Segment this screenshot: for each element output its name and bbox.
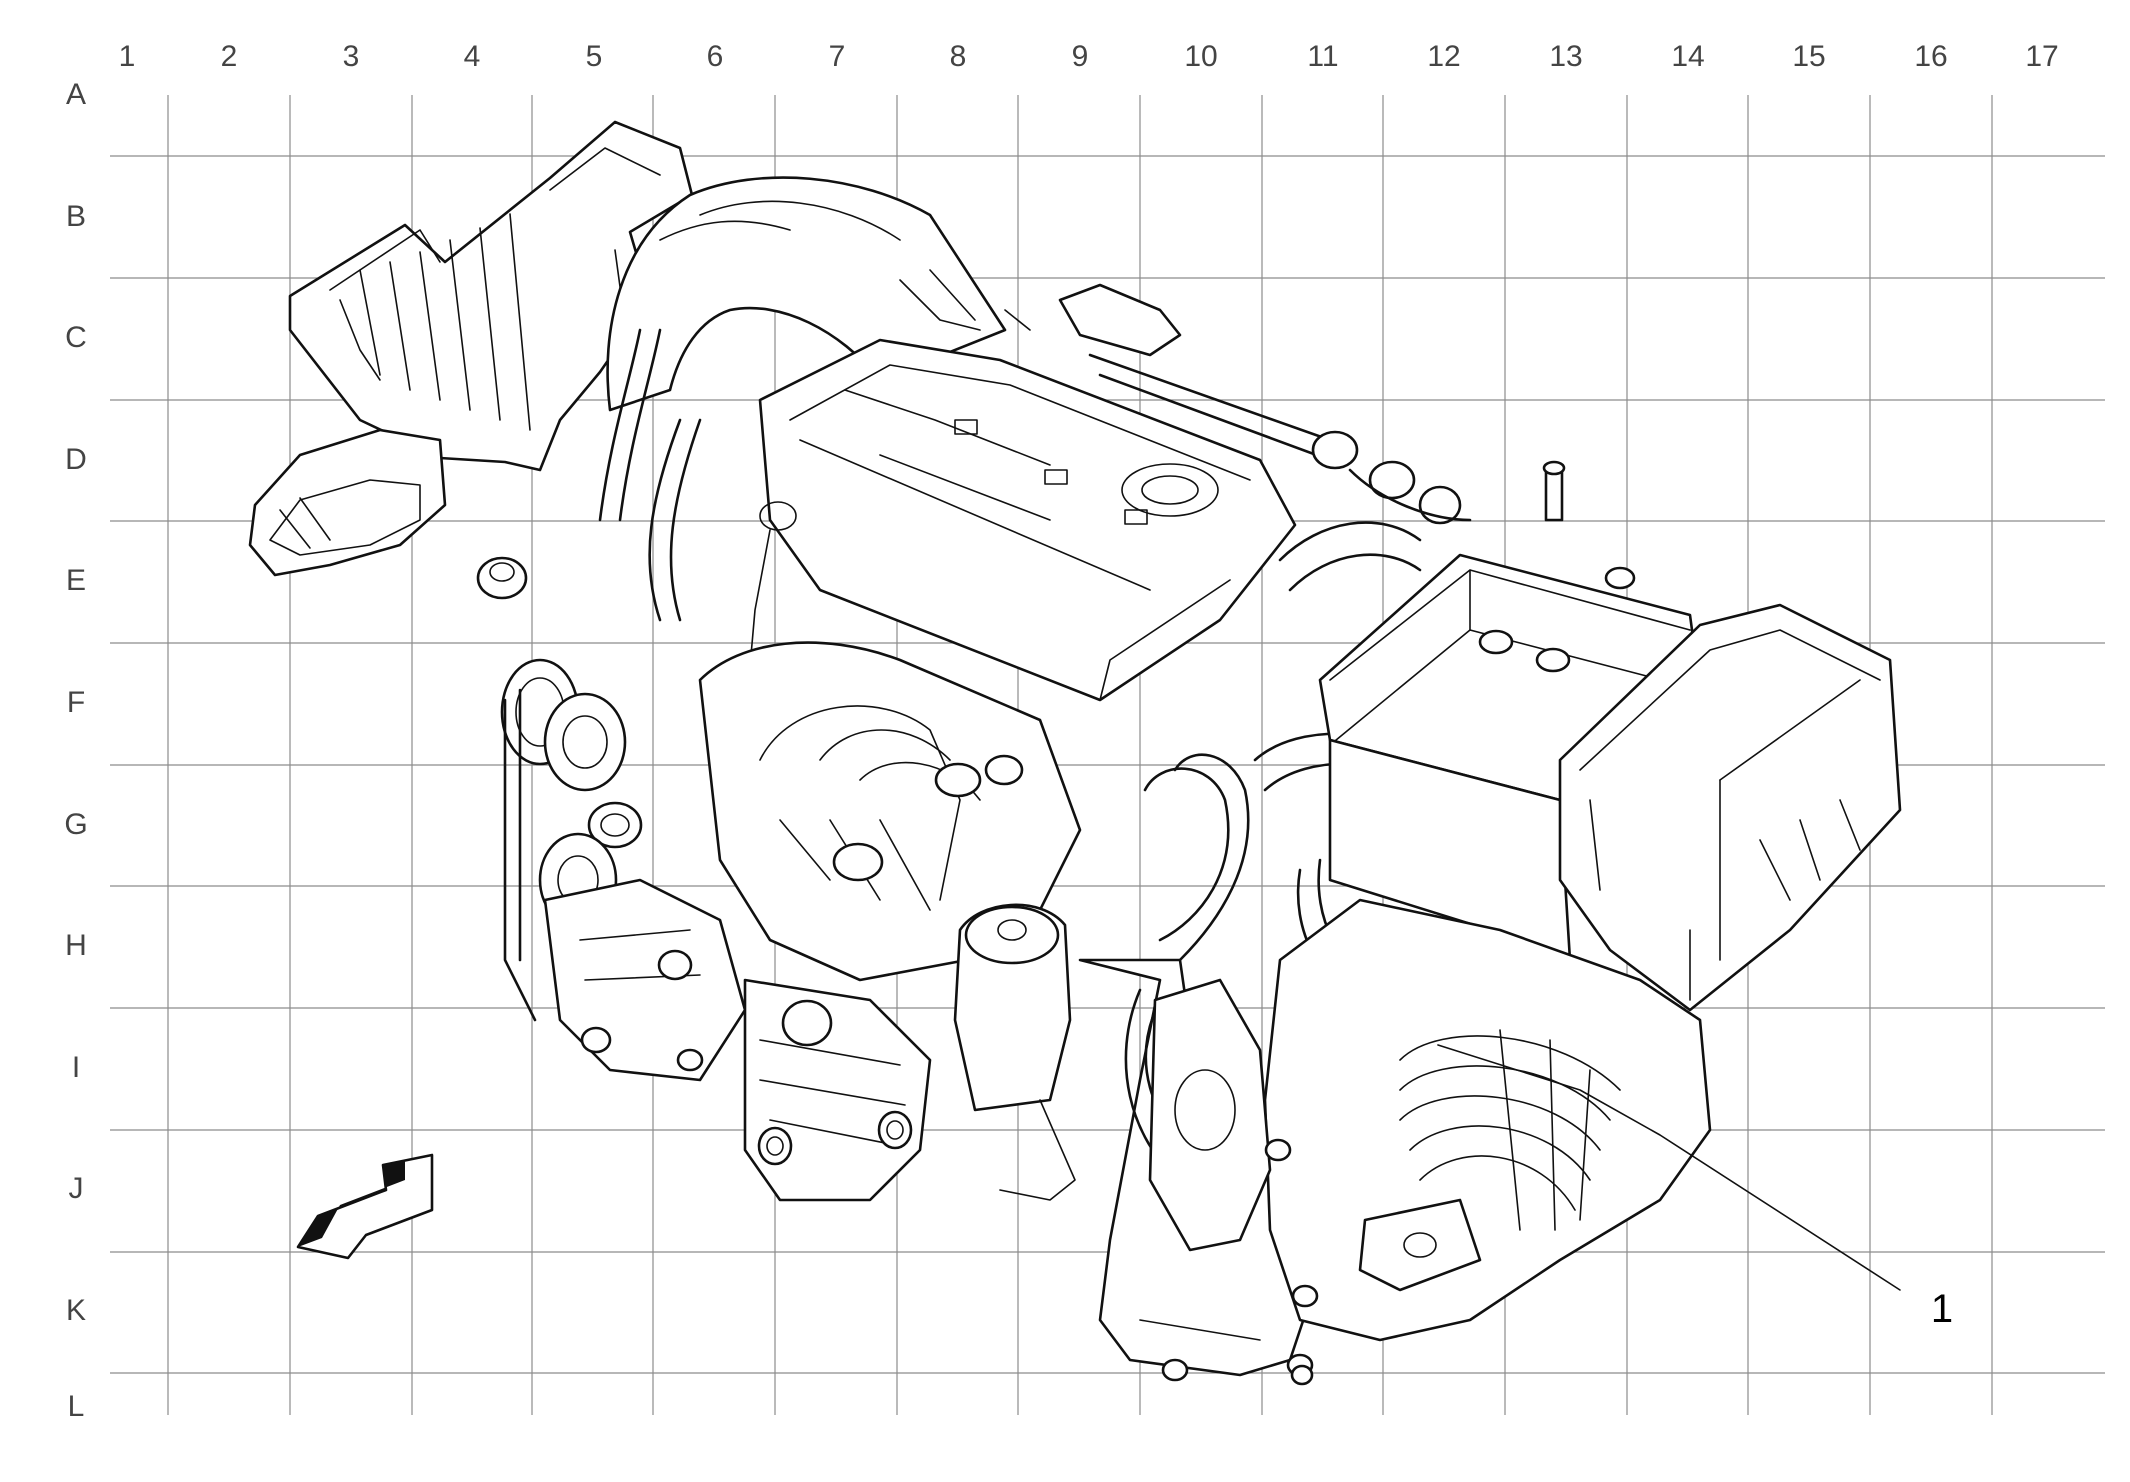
column-label: 14 [1671,40,1704,73]
column-label: 11 [1307,40,1338,73]
column-label: 13 [1549,40,1582,73]
fuel-rail [1004,283,1472,525]
callout-label-1: 1 [1931,1287,1953,1331]
direction-arrow-icon [296,1153,434,1260]
row-label: J [69,1172,84,1205]
column-label: 5 [586,40,603,73]
underhood-fuse-block [1558,603,1902,1012]
column-label: 10 [1184,40,1217,73]
column-label: 8 [950,40,967,73]
air-cleaner-assembly [248,120,694,600]
column-label: 9 [1072,40,1089,73]
row-label: K [66,1294,86,1327]
exhaust-heat-shield [743,978,932,1202]
row-label: H [65,929,87,962]
column-label: 4 [464,40,481,73]
row-label: L [68,1390,85,1423]
oil-filter-housing [953,903,1076,1201]
column-label: 6 [707,40,724,73]
column-label: 12 [1427,40,1460,73]
column-label: 17 [2025,40,2058,73]
row-label: I [72,1051,80,1084]
callout-1: 1 [1437,1044,1953,1331]
column-label: 7 [829,40,846,73]
starter-area [1148,978,1292,1252]
engine-illustration [248,120,1902,1386]
row-label: B [66,200,86,233]
column-label: 2 [221,40,238,73]
row-label: A [66,78,86,111]
row-labels: A B C D E F G H I J K L [64,78,87,1423]
column-label: 15 [1792,40,1825,73]
column-label: 1 [119,40,136,73]
accessory-drive [500,658,747,1082]
row-label: F [67,686,85,719]
transaxle [1263,898,1712,1386]
cam-cover [737,338,1297,861]
row-label: C [65,321,87,354]
row-label: G [64,808,87,841]
row-label: D [65,443,87,476]
column-label: 16 [1914,40,1947,73]
column-labels: 1 2 3 4 5 6 7 8 9 10 11 12 13 14 15 16 1… [119,40,2059,73]
column-label: 3 [343,40,360,73]
row-label: E [66,564,86,597]
